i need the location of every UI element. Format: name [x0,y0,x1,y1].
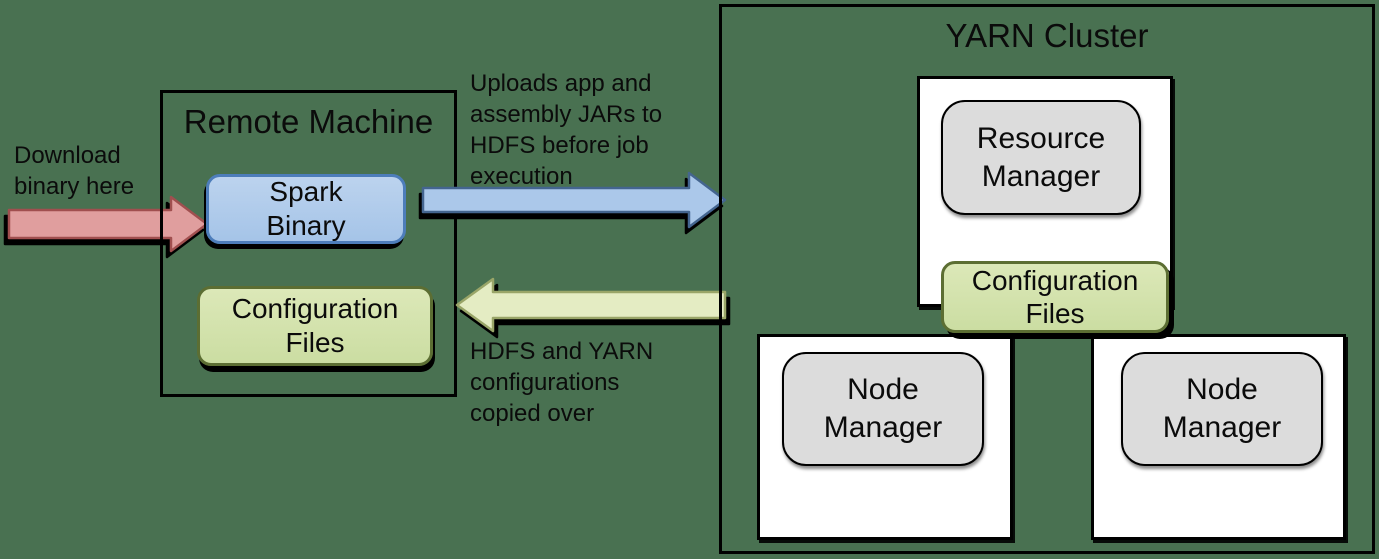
copy-config-arrow-shape [455,277,727,333]
cluster-config-files-node: Configuration Files [941,261,1169,333]
resource-manager-node: Resource Manager [941,100,1141,215]
spark-binary-node: Spark Binary [206,174,406,244]
yarn-cluster-box: YARN Cluster [719,4,1375,554]
download-binary-label: Download binary here [14,142,135,200]
node-manager-node-2: Node Manager [1121,352,1323,466]
download-arrow [7,195,209,253]
download-arrow-shape [7,195,209,253]
yarn-cluster-title: YARN Cluster [945,17,1149,54]
remote-machine-box: Remote Machine [160,90,457,397]
upload-arrow [421,171,727,229]
remote-config-files-node: Configuration Files [197,286,433,366]
copy-config-label: HDFS and YARN configurations copied over [470,338,654,427]
copy-config-arrow [455,277,727,333]
upload-jars-label: Uploads app and assembly JARs to HDFS be… [470,70,663,190]
node-manager-node-1: Node Manager [782,352,984,466]
remote-machine-title: Remote Machine [183,103,434,140]
upload-arrow-shape [421,171,727,229]
